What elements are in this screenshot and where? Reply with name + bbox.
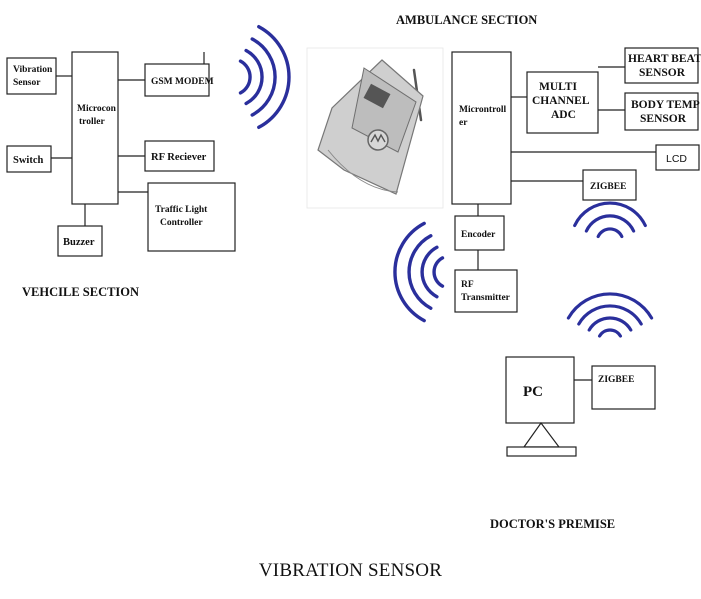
pc-monitor-box (505, 356, 575, 424)
switch-label: Switch (13, 155, 43, 166)
signal-arc-zigbee-up-2 (587, 316, 633, 332)
ambulance-zigbee-label: ZIGBEE (590, 182, 626, 192)
vibration-sensor-label-2: Sensor (13, 78, 41, 88)
traffic-light-label-1: Traffic Light (155, 205, 208, 215)
rf-transmitter-box (454, 269, 518, 313)
rf-receiver-box (144, 140, 215, 172)
adc-label-2: CHANNEL (532, 95, 590, 107)
heart-beat-label-2: SENSOR (639, 67, 686, 79)
ambulance-microcontroller-label-2: er (459, 118, 468, 128)
vibration-sensor-box (6, 57, 57, 95)
vehicle-microcontroller-label-1: Microcon (77, 104, 117, 114)
signal-arc-vehicle-4 (257, 25, 291, 129)
buzzer-label: Buzzer (63, 237, 95, 248)
lcd-label: LCD (666, 153, 687, 165)
doctor-premise-title: DOCTOR'S PREMISE (490, 517, 615, 531)
body-temp-label-1: BODY TEMP (631, 99, 700, 111)
vehicle-microcontroller-box (71, 51, 119, 205)
signal-arcs (238, 25, 654, 338)
signal-arc-ambulance-3 (407, 234, 433, 310)
body-temp-sensor-box (624, 92, 699, 131)
multi-channel-adc-box (526, 71, 599, 134)
signal-arc-zigbee-up-3 (577, 304, 643, 326)
pc-stand (522, 421, 561, 448)
rf-receiver-label: RF Reciever (151, 152, 207, 163)
ambulance-microcontroller-label-1: Microntroll (459, 105, 506, 115)
signal-arc-zigbee-down-1 (596, 227, 624, 239)
signal-arc-vehicle-1 (238, 59, 252, 95)
pc-base (506, 446, 577, 457)
traffic-light-label-2: Controller (160, 218, 203, 228)
signal-arc-zigbee-down-2 (584, 214, 636, 233)
heart-beat-label-1: HEART BEAT (628, 53, 701, 65)
doctor-zigbee-box (591, 365, 656, 410)
signal-arc-zigbee-up-1 (598, 328, 622, 338)
traffic-light-controller-box (147, 182, 236, 252)
gsm-modem-label: GSM MODEM (151, 77, 214, 87)
buzzer-box (57, 225, 103, 257)
switch-box (6, 145, 52, 173)
signal-arc-vehicle-3 (250, 37, 277, 117)
rf-transmitter-label-2: Transmitter (461, 293, 511, 303)
ambulance-microcontroller-box (451, 51, 512, 205)
signal-arc-ambulance-1 (432, 256, 445, 288)
pc-label: PC (523, 384, 543, 400)
signal-arc-zigbee-up-4 (566, 292, 654, 320)
adc-label-1: MULTI (539, 81, 577, 93)
signal-arc-zigbee-down-3 (573, 201, 647, 228)
vehicle-microcontroller-label-2: troller (79, 117, 105, 127)
body-temp-label-2: SENSOR (640, 113, 687, 125)
lcd-box (655, 144, 700, 171)
ambulance-section: Microntroll er MULTI CHANNEL ADC HEART B… (451, 47, 701, 313)
ambulance-section-title: AMBULANCE SECTION (396, 13, 537, 27)
vehicle-section: Vibration Sensor Switch Microcon troller… (6, 51, 236, 257)
figure-caption: VIBRATION SENSOR (258, 560, 443, 581)
vibration-sensor-label-1: Vibration (13, 65, 53, 75)
doctor-premise-section: PC ZIGBEE (505, 356, 656, 457)
signal-arc-vehicle-2 (244, 48, 264, 106)
adc-label-3: ADC (551, 109, 576, 121)
ambulance-zigbee-box (582, 169, 637, 201)
signal-arc-ambulance-2 (420, 245, 439, 299)
mobile-phone-icon (306, 47, 444, 209)
encoder-box (454, 215, 505, 251)
encoder-label: Encoder (461, 230, 496, 240)
doctor-zigbee-label: ZIGBEE (598, 375, 634, 385)
heart-beat-sensor-box (624, 47, 699, 84)
gsm-modem-box (144, 63, 210, 97)
signal-arc-ambulance-4 (393, 221, 426, 323)
vehicle-section-title: VEHCILE SECTION (22, 285, 139, 299)
rf-transmitter-label-1: RF (461, 280, 474, 290)
